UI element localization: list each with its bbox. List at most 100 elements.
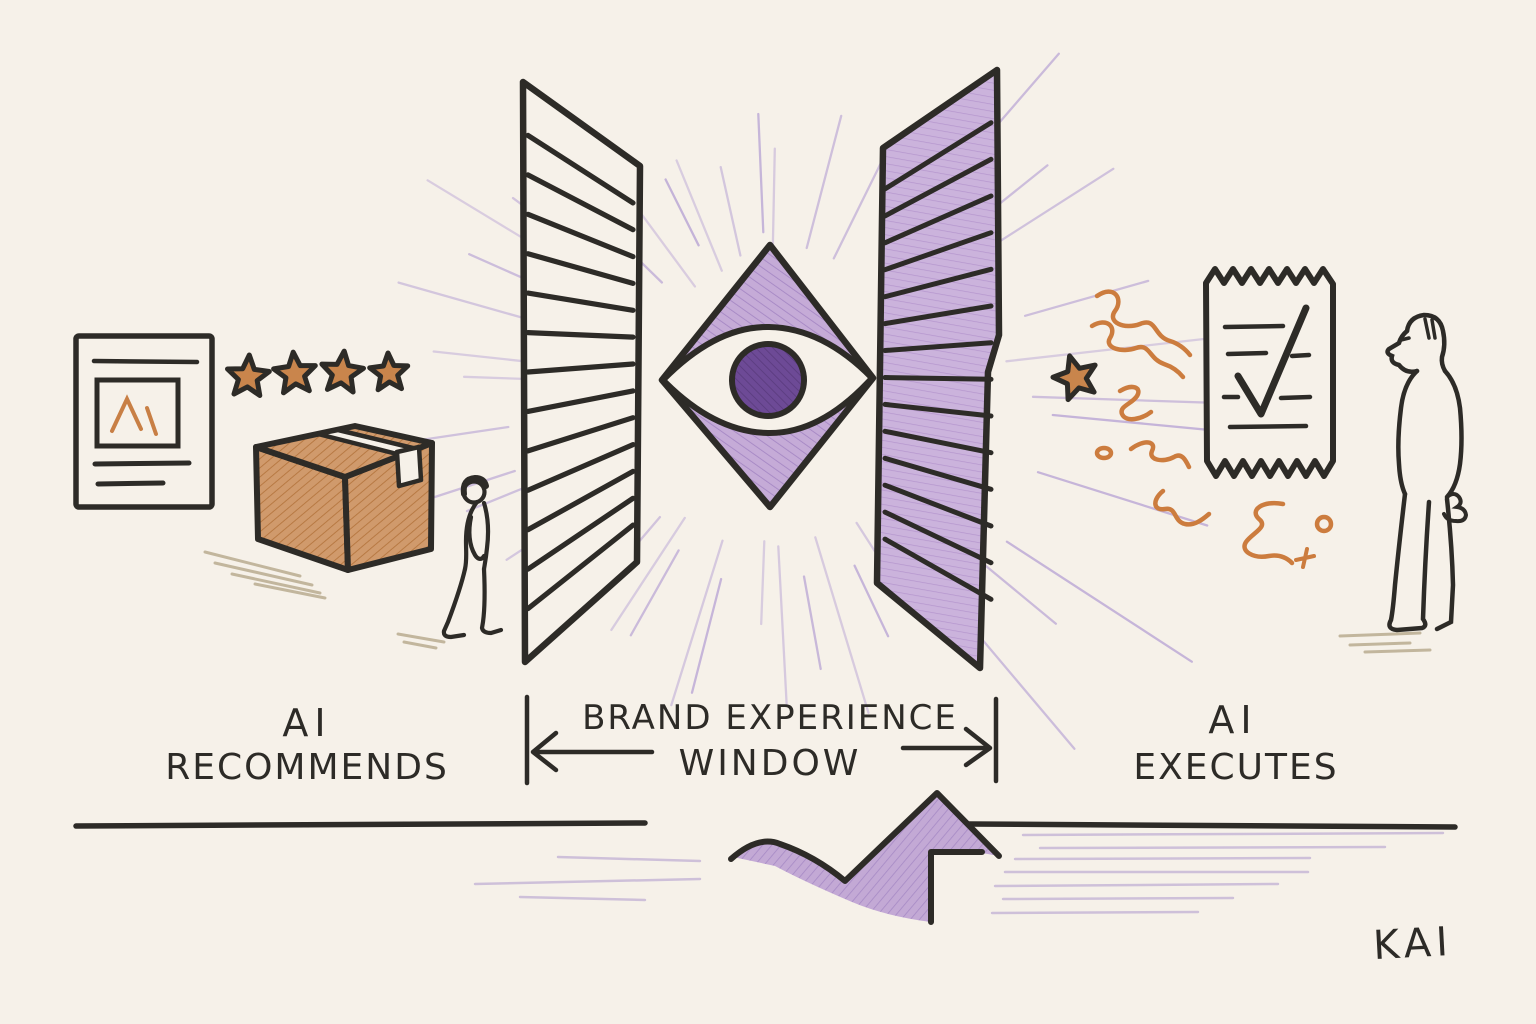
- panel-slat-line: [525, 415, 636, 454]
- glow-ray: [610, 516, 686, 632]
- panel-slat-line: [525, 442, 636, 493]
- streak-line: [1038, 845, 1387, 850]
- streak-line: [556, 855, 702, 863]
- label-right-line2: EXECUTES: [1133, 747, 1338, 788]
- panel-slat-line: [882, 428, 994, 456]
- walking-person: [441, 474, 504, 640]
- ground-streaks: [473, 831, 1445, 915]
- panel-slat-line: [882, 193, 994, 246]
- squiggle-dot: [1094, 445, 1114, 461]
- squiggle-dot: [1314, 514, 1334, 534]
- panel-slat-line: [525, 251, 636, 286]
- panel-slat-line: [882, 455, 994, 492]
- box-shadow-line: [253, 582, 327, 600]
- product-card: [73, 333, 215, 510]
- right-panel-slats: [882, 120, 994, 602]
- label-center-line2: WINDOW: [679, 743, 862, 784]
- rating-star-icon: [225, 352, 272, 398]
- glow-ray: [719, 165, 742, 257]
- trend-arrow-fill: [733, 793, 999, 922]
- glow-ray: [760, 540, 766, 626]
- glow-ray: [814, 536, 870, 714]
- panel-slat-line: [882, 375, 994, 382]
- card-text-line: [92, 460, 192, 467]
- rating-stars: [225, 348, 411, 398]
- squiggle: [1128, 440, 1192, 470]
- walker-shadow-line: [402, 640, 438, 650]
- glow-ray: [397, 281, 525, 320]
- card-image-frame: [94, 377, 181, 449]
- stander-back-leg: [1434, 496, 1456, 632]
- panel-slat-line: [882, 482, 994, 529]
- squiggle: [1089, 320, 1186, 380]
- panel-slat-line: [525, 495, 636, 572]
- glow-ray: [468, 253, 525, 280]
- artist-signature: KAI: [1372, 919, 1454, 969]
- stander-head: [1404, 312, 1448, 374]
- streak-line: [1001, 896, 1235, 901]
- glow-ray: [1036, 471, 1209, 527]
- label-left-line2: RECOMMENDS: [165, 747, 449, 788]
- glow-ray: [675, 159, 723, 272]
- left-panel-slats: [525, 132, 636, 612]
- left-shutter-panel: [519, 78, 644, 666]
- squiggle: [1094, 289, 1193, 358]
- stander-shadow-line: [1363, 648, 1432, 654]
- glow-ray: [802, 575, 822, 671]
- ground-shadows: [203, 550, 1432, 654]
- walker-back: [462, 499, 480, 572]
- receipt-text-line: [1289, 352, 1312, 359]
- stander-eye: [1399, 336, 1411, 342]
- box-shadow-line: [203, 550, 302, 578]
- standing-person: [1385, 312, 1469, 633]
- stander-shadow-line: [1348, 641, 1412, 647]
- stander-back: [1442, 368, 1464, 500]
- result-star-icon: [1050, 353, 1098, 403]
- panel-slat-line: [882, 536, 994, 602]
- panel-slat-line: [882, 230, 994, 273]
- glow-ray: [465, 487, 525, 513]
- glow-ray: [690, 577, 723, 694]
- glow-ray: [670, 539, 724, 707]
- panel-slat-line: [525, 361, 636, 375]
- rating-star-icon: [319, 348, 366, 395]
- panel-slat-line: [882, 509, 994, 566]
- glow-ray: [853, 564, 890, 638]
- streak-line: [1021, 831, 1445, 837]
- glow-ray: [805, 114, 843, 250]
- panel-slat-line: [525, 211, 636, 260]
- glow-ray: [757, 112, 765, 234]
- panel-slat-line: [882, 120, 994, 192]
- box-shadow-line: [213, 561, 314, 587]
- panel-slat-line: [525, 172, 636, 233]
- streak-line: [1013, 856, 1312, 861]
- window-span-arrow: [524, 694, 999, 786]
- rating-star-icon: [271, 349, 318, 396]
- panel-slat-line: [882, 401, 994, 419]
- package-box: [253, 423, 435, 573]
- receipt-outline: [1203, 266, 1336, 479]
- box-tape-tab: [394, 444, 424, 489]
- glow-ray: [433, 469, 516, 499]
- panel-slat-line: [525, 330, 636, 340]
- receipt-text-line: [1227, 423, 1309, 430]
- glow-ray: [432, 350, 526, 363]
- streak-line: [473, 877, 702, 886]
- baseline: [73, 820, 1458, 830]
- glow-ray: [629, 549, 680, 637]
- result-star: [1050, 353, 1098, 403]
- streak-line: [990, 910, 1200, 915]
- walker-arm: [467, 514, 487, 561]
- panel-slat-line: [525, 388, 636, 414]
- streak-line: [993, 882, 1280, 888]
- receipt-text-line: [1225, 350, 1269, 357]
- glow-ray: [771, 147, 776, 260]
- stander-hands: [1442, 492, 1469, 524]
- glow-ray: [462, 375, 525, 381]
- stander-front: [1396, 368, 1420, 497]
- walker-hair: [460, 474, 489, 497]
- walker-front-leg: [479, 566, 504, 636]
